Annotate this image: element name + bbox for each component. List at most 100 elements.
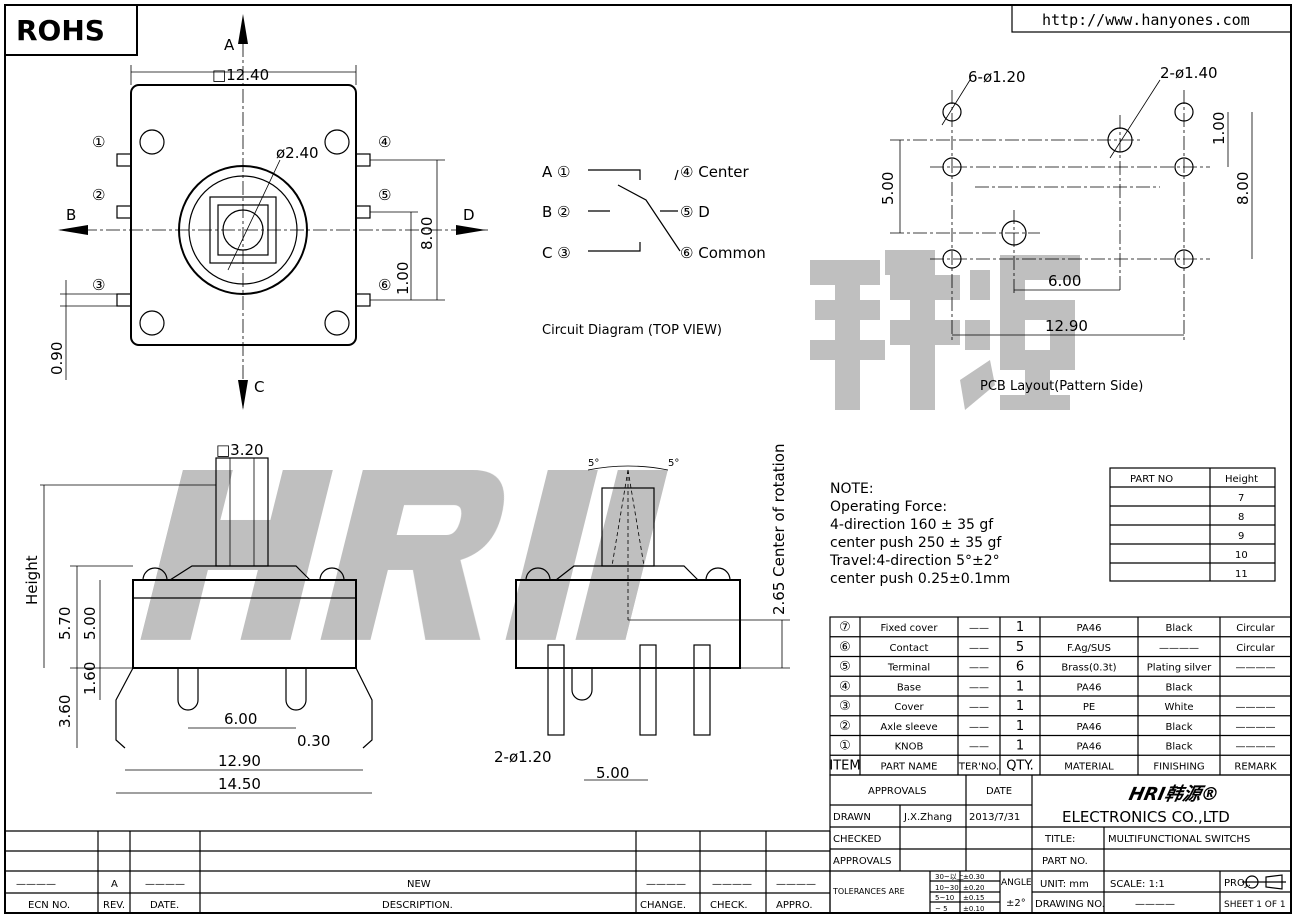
bom-cell: Base (897, 682, 921, 693)
revision-table: ECN NO. REV. DATE. DESCRIPTION. CHANGE. … (5, 830, 831, 913)
circuit-left: A ① (542, 163, 570, 181)
approvals-label: APPROVALS (833, 856, 892, 867)
bom-cell: ———— (1236, 742, 1276, 753)
bom-cell: ———— (1236, 722, 1276, 733)
angle-right: 5° (668, 458, 679, 469)
bom-cell: ———— (1159, 643, 1199, 654)
pin-label: ④ (378, 133, 391, 151)
side-dim: 14.50 (218, 775, 261, 793)
revision-header: APPRO. (776, 900, 813, 911)
bom-cell: REMARK (1234, 761, 1277, 772)
revision-header: CHANGE. (640, 900, 686, 911)
revision-cell: ———— (145, 879, 185, 890)
bom-cell: PE (1083, 702, 1095, 713)
bom-cell: 1 (1016, 679, 1024, 694)
bom-cell: ① (839, 739, 851, 754)
bom-cell: ⑦ (839, 620, 851, 635)
note-line: Operating Force: (830, 499, 947, 515)
url-box (1011, 4, 1292, 33)
tol-value: ±0.20 (963, 884, 984, 892)
bom-cell: ④ (839, 679, 851, 694)
front-view: 5° 5° 2.65 Center of rotation 2-ø1.20 5.… (494, 444, 790, 782)
height-table-header: Height (1225, 474, 1258, 485)
bom-cell: Black (1165, 722, 1192, 733)
rohs-label: ROHS (16, 14, 105, 47)
drawing-border (4, 4, 1292, 914)
bom-cell: Terminal (887, 663, 930, 674)
bom-cell: ② (839, 719, 851, 734)
height-value: 7 (1238, 493, 1244, 504)
tol-range: 5~10 (935, 894, 954, 902)
front-dim: 5.00 (596, 764, 629, 782)
note-line: NOTE: (830, 481, 874, 497)
height-label: Height (23, 555, 41, 605)
bom-cell: PA46 (1077, 742, 1102, 753)
bom-cell: —— (969, 643, 989, 654)
bom-cell: 1 (1016, 719, 1024, 734)
tol-range: ~ 5 (935, 905, 948, 913)
note-line: 4-direction 160 ± 35 gf (830, 517, 994, 533)
side-dim: 5.00 (81, 607, 99, 640)
revision-cell: ———— (776, 879, 816, 890)
bom-cell: QTY. (1006, 758, 1034, 773)
pcb-dim: 5.00 (879, 172, 897, 205)
note-line: center push 0.25±0.1mm (830, 571, 1010, 587)
sheet-label: SHEET 1 OF 1 (1224, 900, 1286, 910)
side-dim: 6.00 (224, 710, 257, 728)
bom-cell: Circular (1236, 643, 1275, 654)
arrow-b-icon (58, 225, 88, 235)
bom-cell: 1 (1016, 699, 1024, 714)
height-value: 9 (1238, 531, 1244, 542)
bom-cell: Fixed cover (881, 623, 939, 634)
dim-090: 0.90 (48, 342, 66, 375)
note-line: center push 250 ± 35 gf (830, 535, 1002, 551)
drawing-no-label: DRAWING NO. (1035, 899, 1105, 910)
pcb-dim: 8.00 (1234, 172, 1252, 205)
bom-cell: White (1164, 702, 1193, 713)
bom-cell: —— (969, 682, 989, 693)
revision-cell: NEW (407, 879, 431, 890)
notes: NOTE: Operating Force: 4-direction 160 ±… (829, 481, 1010, 587)
angle-tolerance: ±2° (1006, 898, 1026, 909)
tol-value: ±0.30 (963, 873, 984, 881)
bom-cell: 1 (1016, 739, 1024, 754)
arrow-c-icon (238, 380, 248, 410)
tolerances-label: TOLERANCES ARE (832, 887, 905, 896)
circuit-diagram: A ① B ② C ③ ④ Center ⑤ D ⑥ Common Circui… (542, 163, 766, 338)
company-logo: HRI韩源® (1127, 784, 1221, 805)
checked-label: CHECKED (833, 834, 882, 845)
date-header: DATE (986, 786, 1012, 797)
pcb-layout: 6-ø1.20 2-ø1.40 5.00 1.00 8.00 6.00 12.9… (879, 64, 1253, 394)
front-holes: 2-ø1.20 (494, 748, 552, 766)
bom-cell: —— (969, 742, 989, 753)
bom-cell: FINISHING (1153, 761, 1204, 772)
bom-cell: KNOB (895, 742, 924, 753)
side-dim: 5.70 (56, 607, 74, 640)
revision-cell: A (111, 879, 118, 890)
revision-header: ECN NO. (28, 900, 70, 911)
circuit-right: ⑥ Common (680, 244, 766, 262)
pin-label: ③ (92, 276, 105, 294)
pcb-dim: 1.00 (1210, 112, 1228, 145)
drawn-date: 2013/7/31 (969, 812, 1020, 823)
bom-cell: PART NAME (880, 761, 937, 772)
circuit-left: B ② (542, 203, 571, 221)
circuit-left: C ③ (542, 244, 571, 262)
drawing-no-value: ———— (1135, 899, 1175, 910)
bom-cell: ③ (839, 699, 851, 714)
arrow-b-label: B (66, 206, 76, 224)
bom-cell: Black (1165, 682, 1192, 693)
note-line: Travel:4-direction 5°±2° (829, 553, 1000, 569)
circuit-right: ④ Center (680, 163, 750, 181)
revision-header: REV. (103, 900, 125, 911)
website-url[interactable]: http://www.hanyones.com (1042, 11, 1250, 29)
bom-cell: —— (969, 663, 989, 674)
size-dimension: □12.40 (212, 66, 269, 84)
part-no-label: PART NO. (1042, 856, 1088, 867)
bom-cell: 6 (1016, 660, 1024, 675)
bom-cell: MATERIAL (1064, 761, 1114, 772)
approvals-header: APPROVALS (868, 786, 927, 797)
circuit-caption: Circuit Diagram (TOP VIEW) (542, 323, 722, 338)
